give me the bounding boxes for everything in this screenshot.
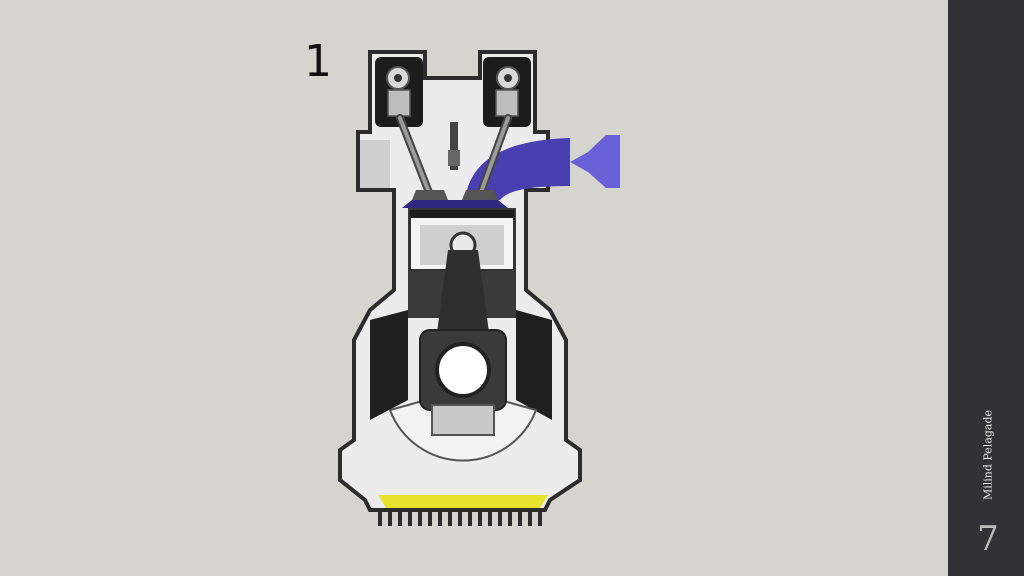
left-arrow-icon <box>570 135 620 188</box>
engine-diagram <box>338 50 620 526</box>
slide-canvas: 1 <box>304 36 620 526</box>
connecting-rod <box>436 250 490 340</box>
cooling-fins <box>378 512 542 526</box>
spark-plug <box>450 122 458 170</box>
head-shading <box>360 140 390 188</box>
crankshaft-journal <box>435 342 491 398</box>
side-panel <box>948 0 1024 576</box>
stroke-number: 1 <box>304 36 332 87</box>
page-number: 7 <box>977 519 999 559</box>
chamber-charge <box>402 200 508 208</box>
intake-charge <box>465 138 570 200</box>
oil-sump <box>378 495 548 508</box>
author-name: Milind Pelagade <box>981 409 995 501</box>
